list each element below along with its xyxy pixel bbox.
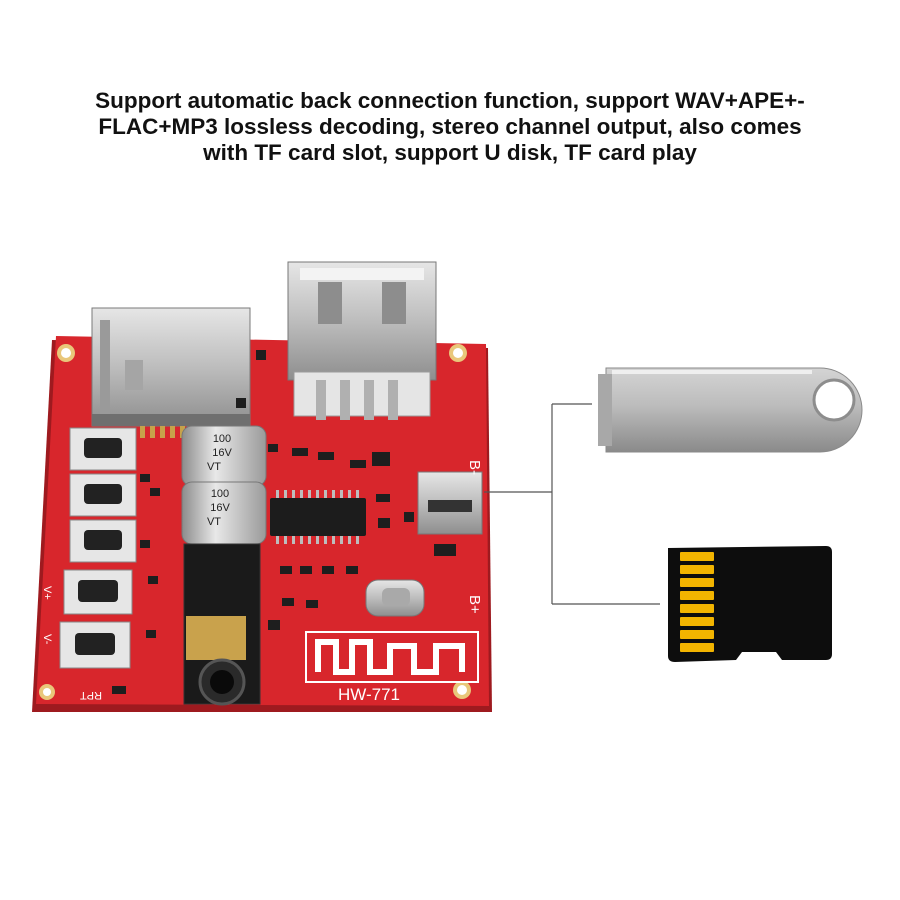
crystal-oscillator — [365, 579, 425, 617]
model-label: HW-771 — [338, 685, 400, 704]
ic-chip — [270, 490, 366, 544]
push-buttons — [59, 427, 137, 669]
cap1-line2: 16V — [212, 447, 232, 459]
usb-base — [293, 371, 431, 417]
antenna-trace — [315, 639, 465, 675]
usb-drive-plug — [598, 374, 612, 446]
v-minus-label: V- — [41, 634, 53, 645]
mounting-hole-center — [457, 685, 467, 695]
usb-a-connector — [287, 261, 437, 420]
tf-card-contacts — [680, 552, 714, 652]
tf-slot-rail — [100, 320, 110, 416]
tf-slot-shell — [91, 307, 251, 427]
push-button — [63, 569, 133, 615]
usb-drive-body — [605, 367, 863, 453]
tf-slot-spring — [125, 360, 143, 390]
mounting-hole-center — [43, 688, 51, 696]
usb-latch — [318, 282, 342, 324]
caption: Support automatic back connection functi… — [20, 88, 880, 166]
micro-sd-card-icon — [668, 546, 832, 662]
usb-shell — [287, 261, 437, 381]
usb-latch — [382, 282, 406, 324]
mounting-holes — [39, 344, 471, 700]
tf-slot-lip — [92, 414, 250, 426]
usb-drive-keyring-hole — [812, 378, 856, 422]
push-button — [69, 473, 137, 517]
usb-shell-top — [300, 268, 424, 280]
mounting-hole-center — [453, 348, 463, 358]
pcb-board: 100 16V VT 100 16V VT — [32, 261, 492, 712]
mounting-hole-center — [61, 348, 71, 358]
push-button — [69, 519, 137, 563]
b-minus-label: B- — [466, 460, 483, 475]
caption-line-3: with TF card slot, support U disk, TF ca… — [203, 140, 697, 165]
b-plus-label: B+ — [466, 595, 483, 614]
smd-components — [112, 350, 456, 694]
caption-line-1: Support automatic back connection functi… — [95, 88, 805, 113]
cap1-line1: 100 — [213, 433, 231, 445]
v-plus-label: V+ — [41, 586, 53, 600]
push-button — [69, 427, 137, 471]
usb-flash-drive-icon — [598, 367, 863, 453]
cap2-line2: 16V — [210, 502, 230, 514]
cap2-line3: VT — [207, 516, 221, 528]
cap1-line3: VT — [207, 461, 221, 473]
cap2-line1: 100 — [211, 488, 229, 500]
audio-jack — [183, 543, 261, 706]
antenna-outline — [305, 631, 479, 683]
rpt-label: RPT — [80, 689, 102, 701]
caption-line-2: FLAC+MP3 lossless decoding, stereo chann… — [98, 114, 802, 139]
connector-lines — [484, 403, 660, 605]
capacitor-2: 100 16V VT — [181, 481, 267, 545]
tf-card-slot — [91, 307, 251, 438]
push-button — [59, 621, 131, 669]
capacitor-1: 100 16V VT — [181, 425, 267, 487]
usb-pins — [316, 380, 398, 420]
micro-usb-port — [417, 471, 483, 535]
